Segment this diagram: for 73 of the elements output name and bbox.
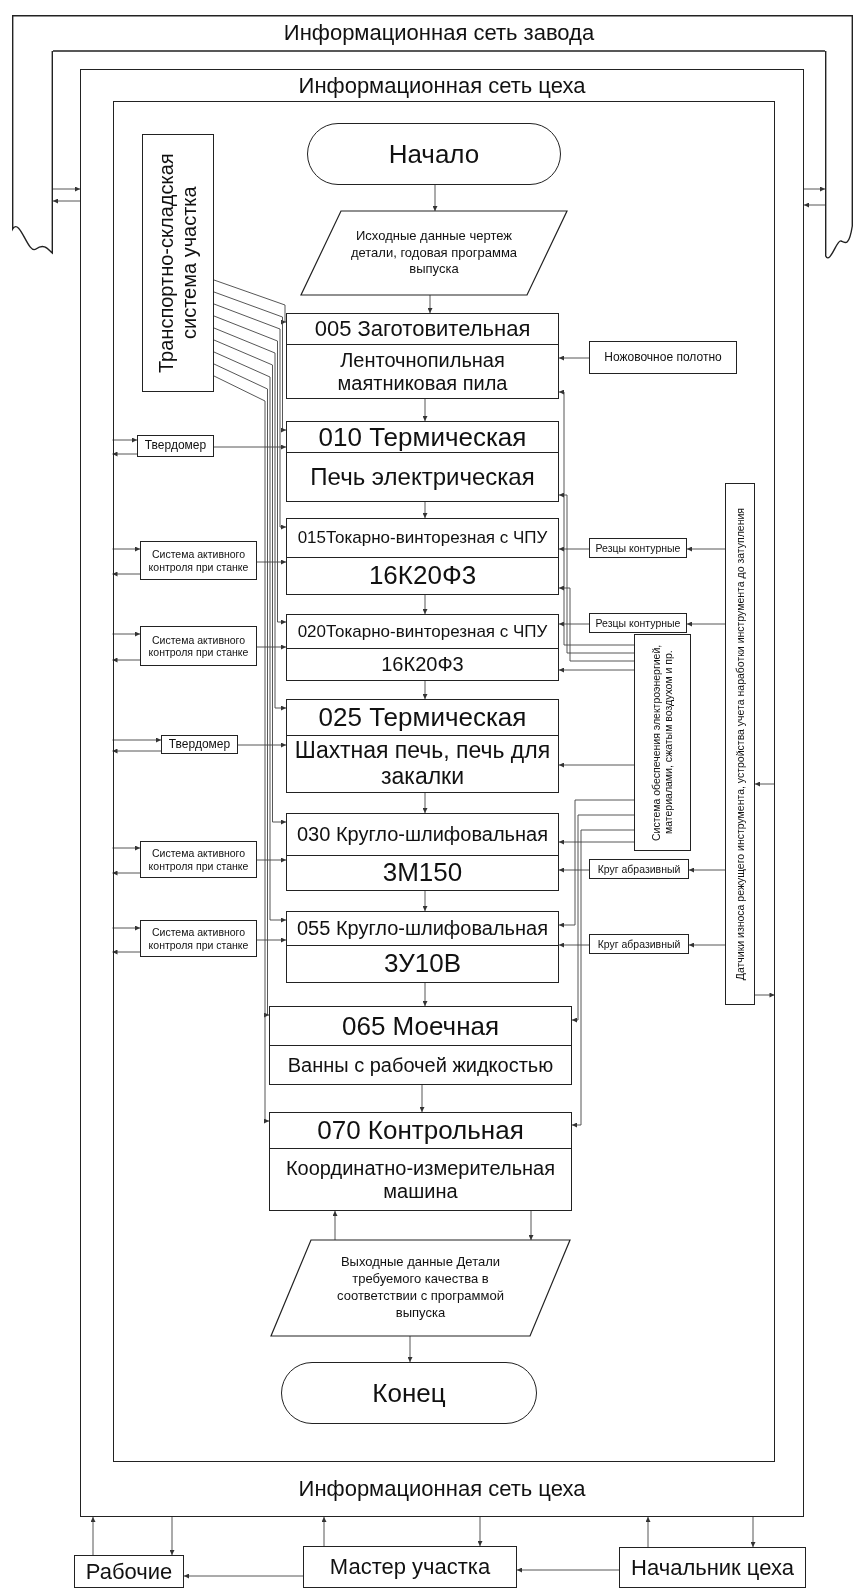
device-box	[589, 613, 687, 633]
equipment-label: Ванны с рабочей жидкостью	[286, 1052, 555, 1078]
device-label: Круг абразивный	[597, 937, 681, 951]
operation-title: 055 Кругло-шлифовальная	[287, 912, 558, 946]
device-label: Система активного контроля при станке	[147, 847, 250, 872]
role-label: Мастер участка	[329, 1554, 491, 1580]
operation-box	[269, 1006, 572, 1085]
device-box	[140, 841, 257, 878]
equipment-label: 3У10В	[382, 947, 463, 981]
equipment-label: Шахтная печь, печь для закалки	[293, 736, 552, 791]
operation-box	[286, 699, 559, 793]
system-label: Система обеспечения электроэнергией, материалами, сжатым воздухом и пр.	[650, 643, 675, 843]
operation-box	[286, 911, 559, 983]
device-label: Система активного контроля при станке	[147, 633, 250, 659]
equipment-label: 16К20Ф3	[367, 559, 478, 593]
device-label: Резцы контурные	[595, 616, 681, 630]
operation-box	[286, 614, 559, 681]
operation-box	[269, 1112, 572, 1211]
system-box	[634, 634, 691, 851]
network-band-leg	[12, 51, 53, 257]
operation-title: 005 Заготовительная	[287, 314, 558, 345]
device-box	[140, 626, 257, 666]
device-label: Ножовочное полотно	[604, 350, 722, 365]
role-label: Рабочие	[85, 1558, 173, 1585]
role-box	[303, 1546, 517, 1588]
equipment-label: Ленточнопильная маятниковая пила	[336, 348, 509, 396]
device-box	[589, 341, 737, 374]
operation-title: 030 Кругло-шлифовальная	[287, 814, 558, 856]
operation-title: 070 Контрольная	[270, 1113, 571, 1149]
device-box	[140, 920, 257, 957]
data-parallelogram	[271, 1240, 570, 1336]
device-box	[589, 538, 687, 558]
data-label: Выходные данные Детали требуемого качества в соответствии с программой выпуска	[336, 1254, 505, 1322]
role-box	[619, 1547, 806, 1588]
terminator-label: Конец	[372, 1377, 446, 1409]
device-box	[140, 541, 257, 580]
operation-title: 065 Моечная	[270, 1007, 571, 1046]
operation-title: 025 Термическая	[287, 700, 558, 736]
equipment-label: 16К20Ф3	[380, 652, 465, 678]
device-label: Твердомер	[168, 737, 231, 752]
role-box	[74, 1555, 184, 1588]
system-label: Датчики износа режущего инструмента, устройства учета наработки инструмента до затупления	[733, 507, 747, 981]
role-label: Начальник цеха	[631, 1554, 794, 1581]
network-band-leg	[825, 51, 853, 257]
device-box	[161, 735, 238, 754]
operation-title: 020Токарно-винторезная с ЧПУ	[287, 615, 558, 649]
equipment-label: Координатно-измерительная машина	[284, 1156, 557, 1204]
equipment-label: Печь электрическая	[309, 461, 536, 492]
operation-box	[286, 313, 559, 399]
system-box	[725, 483, 755, 1005]
system-box	[142, 134, 214, 392]
data-label: Исходные данные чертеж детали, годовая программа выпуска	[349, 227, 519, 279]
equipment-label: 3М150	[381, 856, 464, 890]
operation-title: 010 Термическая	[287, 422, 558, 453]
device-label: Система активного контроля при станке	[147, 548, 250, 573]
device-label: Система активного контроля при станке	[147, 926, 250, 951]
device-box	[137, 435, 214, 457]
system-label: Транспортно-складская система участка	[155, 152, 201, 375]
network-title: Информационная сеть завода	[282, 19, 596, 47]
device-label: Круг абразивный	[597, 862, 681, 876]
network-title: Информационная сеть цеха	[297, 71, 587, 100]
operation-title: 015Токарно-винторезная с ЧПУ	[287, 519, 558, 558]
device-box	[589, 934, 689, 954]
operation-box	[286, 813, 559, 891]
operation-box	[286, 518, 559, 595]
network-band	[12, 15, 853, 51]
data-parallelogram	[301, 211, 567, 295]
device-label: Твердомер	[144, 439, 207, 453]
network-title: Информационная сеть цеха	[297, 1475, 587, 1503]
device-box	[589, 859, 689, 879]
terminator-label: Начало	[388, 138, 480, 170]
device-label: Резцы контурные	[595, 541, 681, 555]
operation-box	[286, 421, 559, 502]
